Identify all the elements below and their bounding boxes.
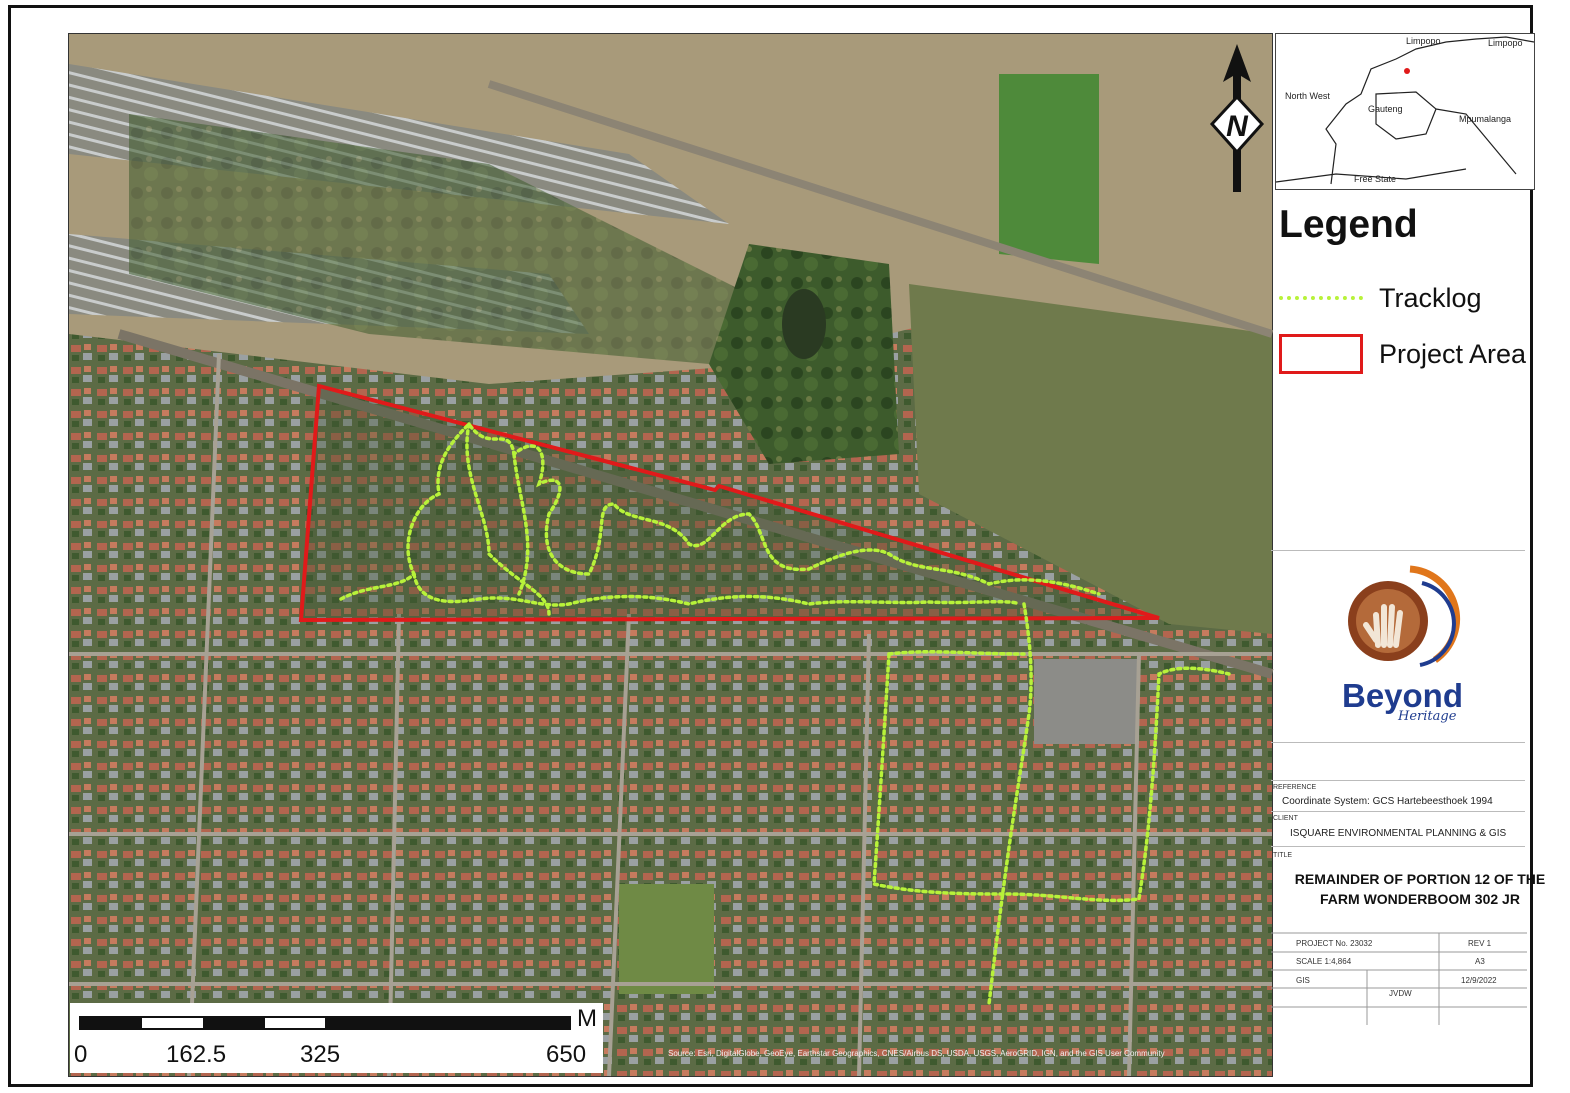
- scale-bar: M 0 162.5 325 650: [70, 1003, 603, 1073]
- divider: [1271, 846, 1525, 847]
- inset-locator-map: Limpopo Limpopo North West Gauteng Mpuma…: [1275, 33, 1535, 190]
- tracklog-path[interactable]: [339, 421, 1231, 1006]
- inset-label: North West: [1285, 91, 1330, 101]
- beyond-heritage-logo: Beyond Heritage: [1340, 565, 1463, 735]
- logo-subtitle: Heritage: [1398, 709, 1457, 724]
- inset-label: Mpumalanga: [1459, 114, 1512, 124]
- inset-label: Limpopo: [1406, 36, 1441, 46]
- client-label: CLIENT: [1273, 815, 1298, 822]
- reference-value: Coordinate System: GCS Hartebeesthoek 19…: [1282, 796, 1493, 807]
- scale-tick-label: 325: [300, 1041, 341, 1068]
- map-frame: [8, 5, 1533, 1087]
- aerial-map[interactable]: [68, 33, 1274, 1077]
- author-initials: JVDW: [1389, 989, 1412, 998]
- tracklog-swatch: [1279, 296, 1363, 300]
- map-title-line1: REMAINDER OF PORTION 12 OF THE: [1294, 871, 1546, 887]
- logo-name: Beyond: [1341, 677, 1463, 714]
- paper-size: A3: [1475, 957, 1485, 966]
- client-value: ISQUARE ENVIRONMENTAL PLANNING & GIS: [1290, 828, 1507, 839]
- legend-item-project-area: Project Area: [1279, 332, 1526, 376]
- scale-tick-label: 650: [546, 1041, 587, 1068]
- divider: [1271, 780, 1525, 781]
- divider: [1271, 550, 1525, 551]
- scale-unit: M: [577, 1005, 597, 1032]
- project-area-swatch: [1279, 334, 1363, 374]
- north-letter: N: [1226, 110, 1249, 143]
- map-date: 12/9/2022: [1461, 976, 1497, 985]
- north-arrow: N: [1207, 42, 1267, 202]
- map-scale: SCALE 1:4,864: [1296, 957, 1352, 966]
- inset-label: Gauteng: [1368, 104, 1403, 114]
- inset-label: Limpopo: [1488, 38, 1523, 48]
- project-location-dot: [1404, 68, 1410, 74]
- map-title: REMAINDER OF PORTION 12 OF THE FARM WOND…: [1270, 869, 1570, 909]
- gis-label: GIS: [1296, 976, 1310, 985]
- scale-tick-label: 162.5: [166, 1041, 227, 1068]
- imagery-attribution: Source: Esri, DigitalGlobe, GeoEye, Eart…: [668, 1049, 1165, 1058]
- project-area-polygon[interactable]: [298, 383, 1160, 623]
- title-label: TITLE: [1273, 852, 1293, 859]
- revision: REV 1: [1468, 939, 1492, 948]
- legend-label-tracklog: Tracklog: [1379, 282, 1482, 313]
- legend-label-project-area: Project Area: [1379, 338, 1527, 369]
- scale-tick-label: 0: [74, 1041, 88, 1068]
- reference-label: REFERENCE: [1273, 784, 1317, 791]
- inset-label: Free State: [1354, 174, 1397, 184]
- legend-item-tracklog: Tracklog: [1279, 276, 1482, 320]
- aerial-imagery: [69, 34, 1274, 1077]
- project-number: PROJECT No. 23032: [1296, 939, 1373, 948]
- divider: [1271, 742, 1525, 743]
- title-block-table: PROJECT No. 23032 REV 1 SCALE 1:4,864 A3…: [1271, 932, 1527, 1025]
- hand-emblem-icon: [1348, 565, 1461, 667]
- map-title-line2: FARM WONDERBOOM 302 JR: [1320, 891, 1520, 907]
- legend-title: Legend: [1279, 203, 1418, 246]
- divider: [1271, 811, 1525, 812]
